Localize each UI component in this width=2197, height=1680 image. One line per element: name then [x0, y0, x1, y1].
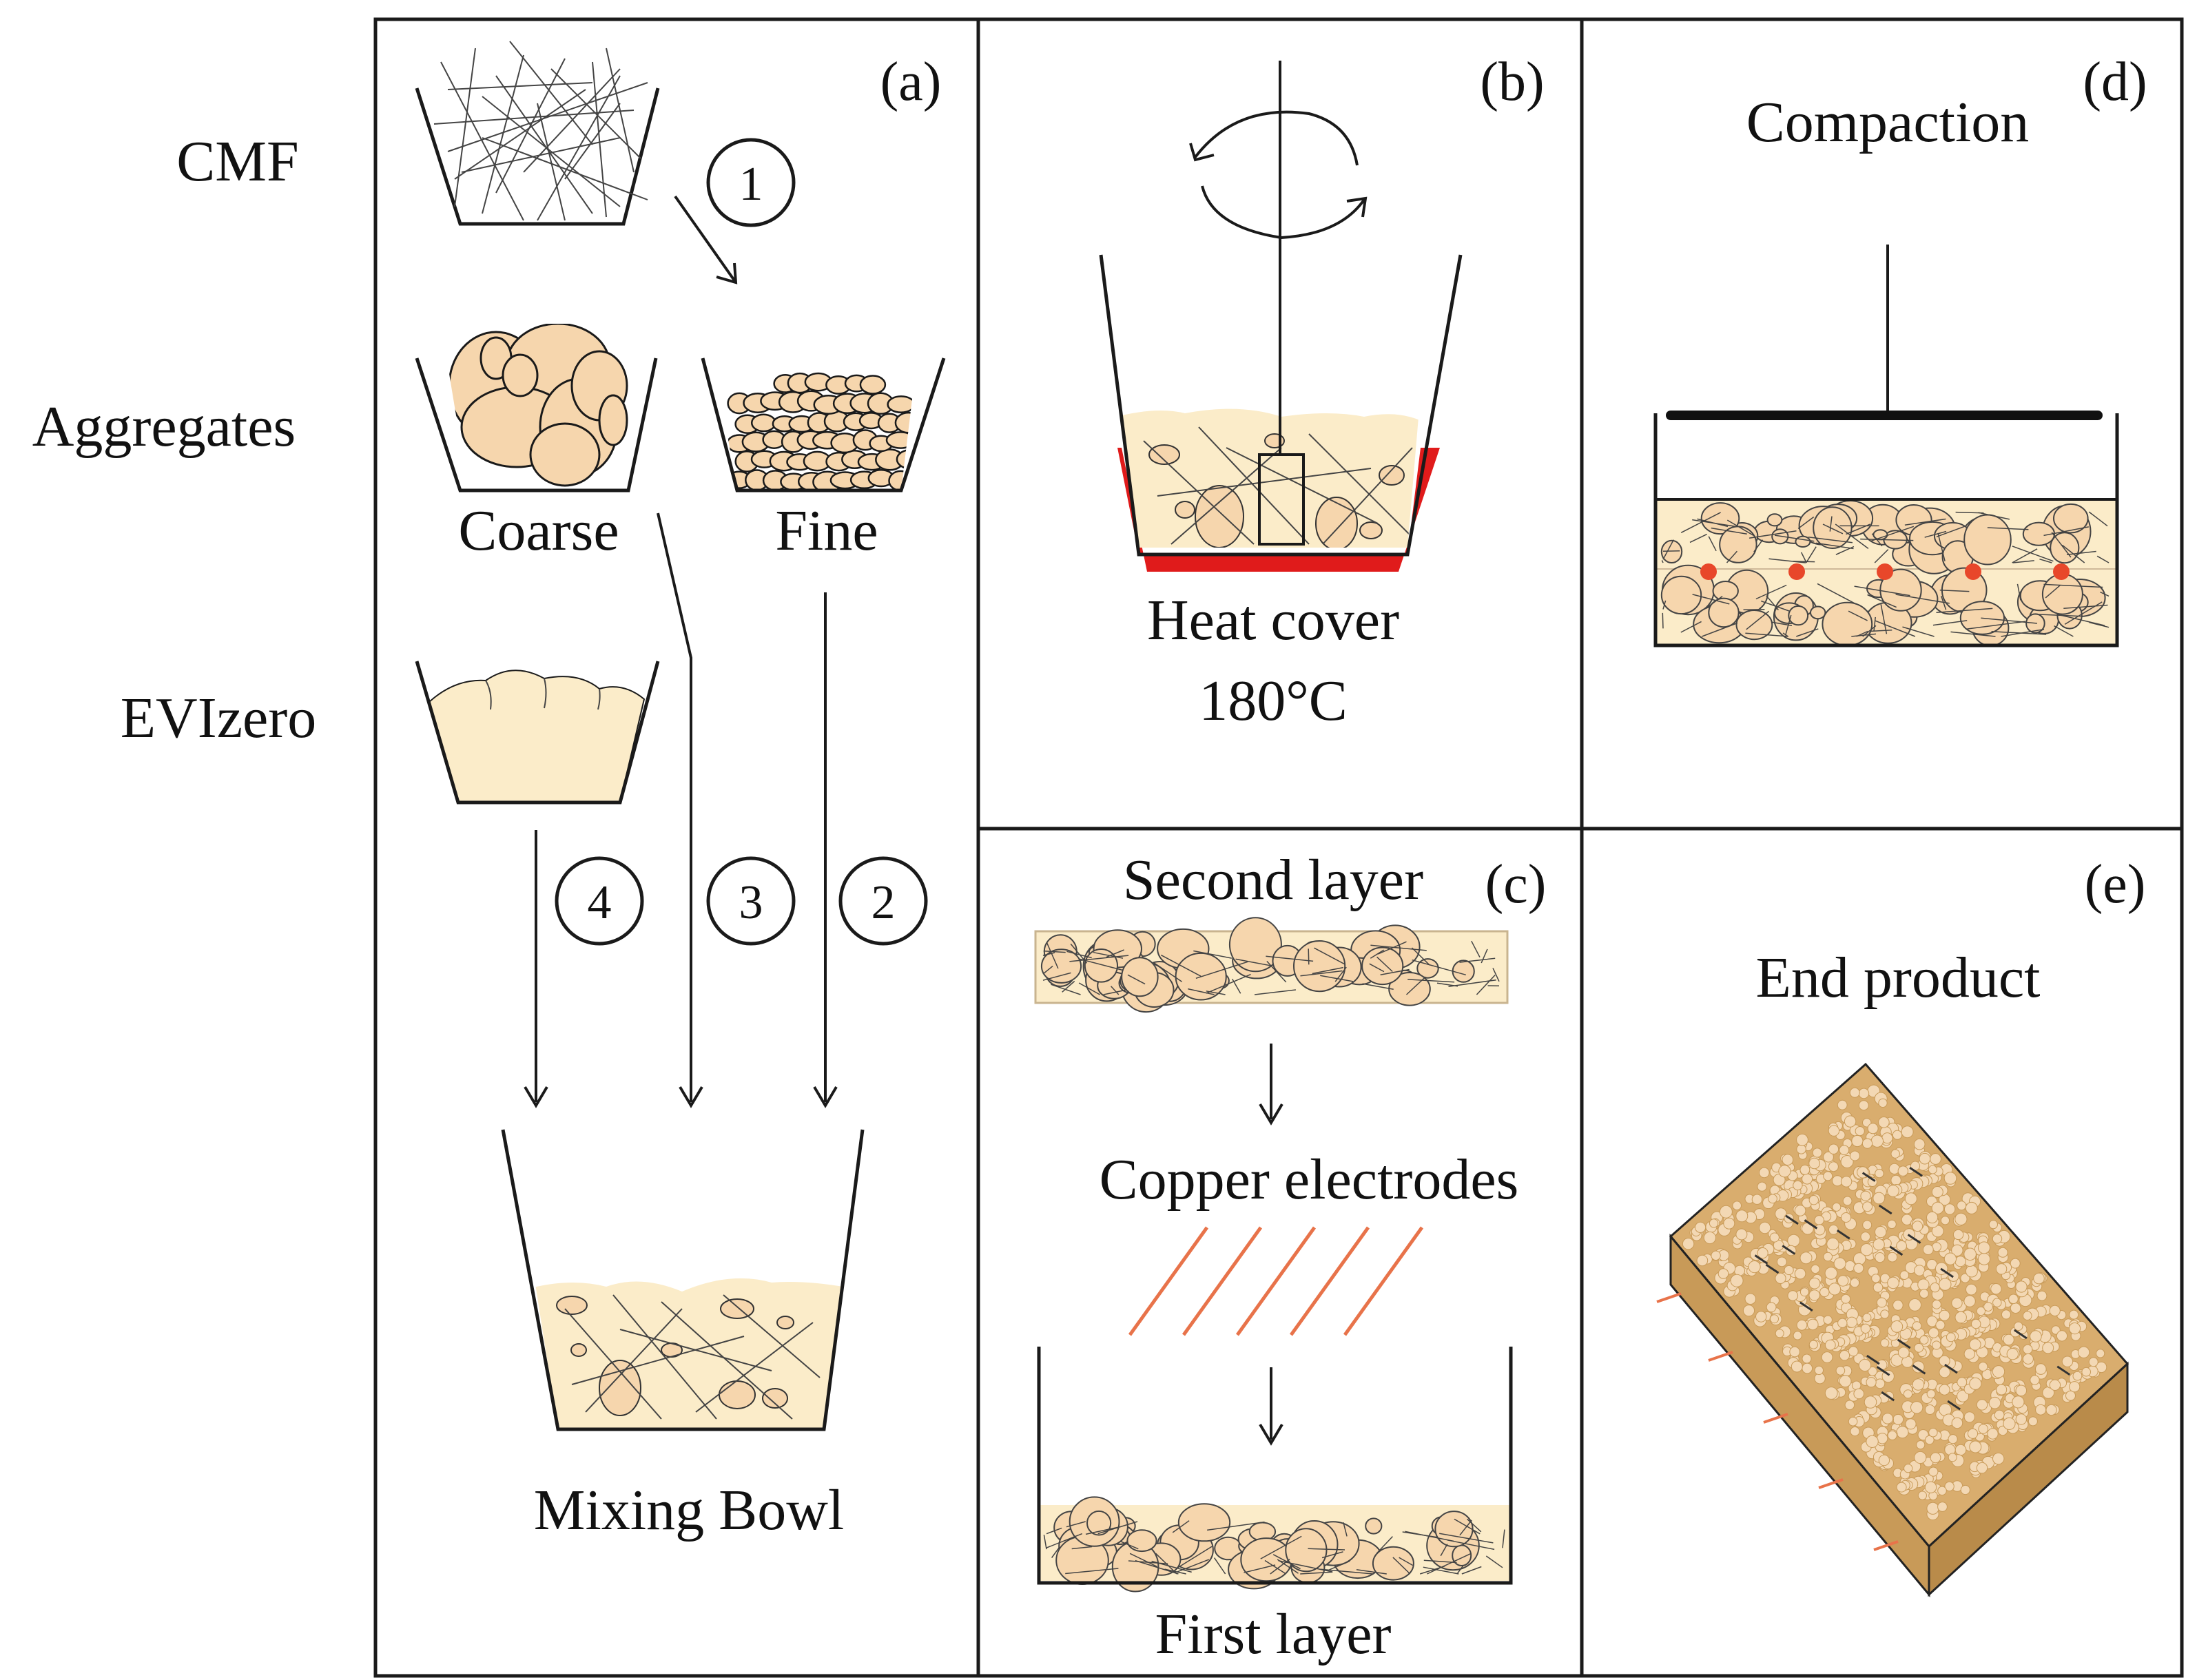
temperature-label: 180°C	[1199, 669, 1348, 733]
step-2-marker: 2	[838, 856, 928, 946]
step-1-arrow	[674, 195, 738, 284]
cmf-fibers	[433, 41, 648, 221]
heating-bowl	[1099, 61, 1463, 572]
evizero-container	[415, 661, 660, 805]
copper-electrodes	[1128, 1226, 1424, 1336]
svg-text:3: 3	[739, 876, 763, 929]
svg-text:2: 2	[871, 876, 896, 929]
row-label-cmf: CMF	[176, 129, 298, 194]
end-product-label: End product	[1756, 946, 2041, 1010]
row-label-aggregates: Aggregates	[32, 395, 296, 459]
step-4-marker: 4	[555, 856, 644, 946]
step-arrows	[524, 512, 838, 1108]
coarse-aggregate-container	[415, 324, 658, 492]
rotation-icon	[1189, 110, 1368, 240]
panel-label-a: (a)	[880, 52, 942, 112]
coarse-label: Coarse	[458, 499, 619, 563]
compaction-press	[1666, 245, 2103, 420]
panel-label-c: (c)	[1485, 854, 1547, 915]
panel-frame	[373, 17, 2184, 1678]
mold-electrodes	[1700, 563, 2070, 580]
first-layer-label: First layer	[1155, 1602, 1392, 1666]
panel-label-d: (d)	[2083, 52, 2147, 112]
mold-aggregate-fill	[1660, 500, 2110, 647]
step-3-marker: 3	[706, 856, 796, 946]
down-arrow-1	[1259, 1044, 1283, 1126]
down-arrow-2	[1259, 1367, 1283, 1446]
svg-text:4: 4	[588, 876, 612, 929]
second-layer-slab	[1034, 917, 1509, 1013]
mixing-bowl	[501, 1129, 865, 1431]
svg-text:1: 1	[739, 158, 763, 211]
step-1-marker: 1	[706, 138, 796, 227]
panel-label-b: (b)	[1480, 52, 1544, 112]
heat-cover-label: Heat cover	[1147, 588, 1399, 652]
mixing-bowl-label: Mixing Bowl	[534, 1478, 844, 1542]
fine-label: Fine	[775, 499, 878, 563]
fine-aggregate-container	[701, 357, 946, 492]
copper-electrodes-label: Copper electrodes	[1100, 1148, 1519, 1212]
panel-label-e: (e)	[2085, 854, 2146, 915]
product-electrodes	[1656, 1292, 1899, 1551]
compaction-mold	[1653, 413, 2119, 647]
end-product-block	[1656, 1062, 2129, 1598]
first-layer-mold	[1037, 1347, 1513, 1593]
row-label-evizero: EVIzero	[121, 686, 316, 750]
cmf-container	[415, 41, 660, 226]
compaction-label: Compaction	[1746, 90, 2030, 154]
fine-aggregate-fill	[726, 372, 916, 490]
second-layer-label: Second layer	[1123, 848, 1423, 912]
